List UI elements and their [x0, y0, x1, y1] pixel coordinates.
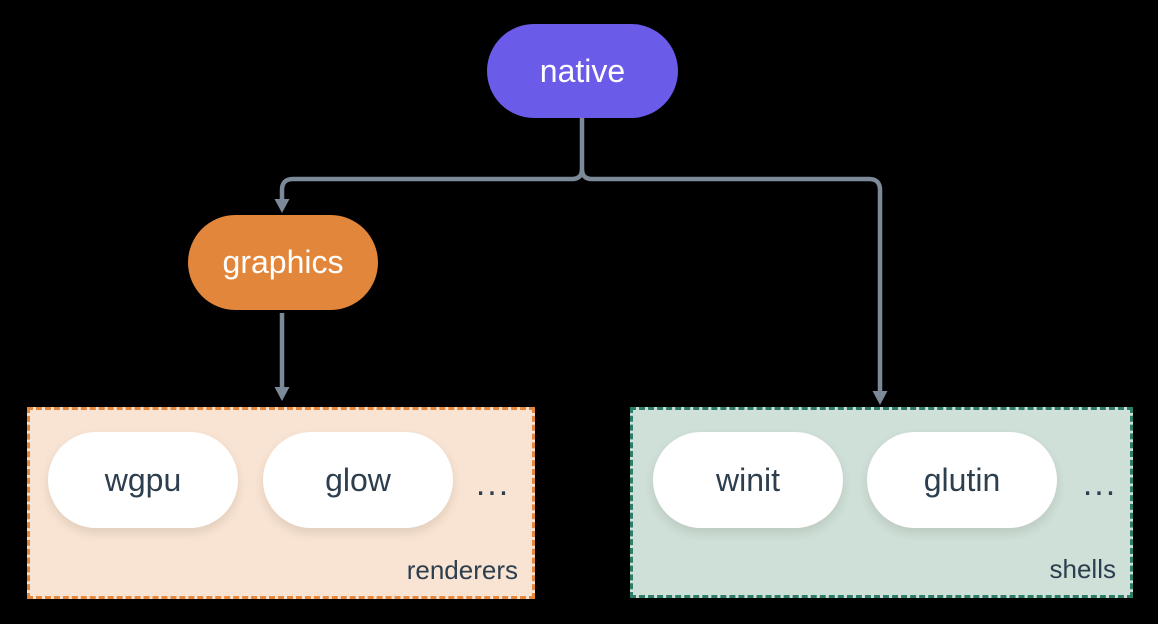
item-glutin-label: glutin — [923, 461, 1001, 498]
renderers-group-label: renderers — [406, 555, 518, 585]
edge-native-graphics — [279, 118, 585, 200]
renderers-ellipsis: ... — [475, 464, 511, 503]
shells-group-label: shells — [1049, 554, 1116, 584]
group-shells: winit glutin ... shells — [630, 407, 1133, 598]
group-renderers: wgpu glow ... renderers — [27, 407, 535, 599]
arrowhead-graphics — [274, 199, 290, 213]
item-winit: winit — [653, 432, 843, 528]
node-graphics-label: graphics — [222, 244, 344, 280]
shells-ellipsis: ... — [1082, 464, 1118, 503]
item-wgpu: wgpu — [48, 432, 238, 528]
item-glutin: glutin — [867, 432, 1057, 528]
item-glow: glow — [263, 432, 453, 528]
node-graphics: graphics — [188, 215, 378, 310]
item-glow-label: glow — [325, 461, 391, 498]
item-winit-label: winit — [715, 461, 780, 498]
arrowhead-renderers — [274, 387, 290, 401]
node-native-label: native — [539, 52, 626, 89]
edge-native-shells — [579, 168, 883, 392]
item-wgpu-label: wgpu — [104, 461, 182, 498]
arrowhead-shells — [872, 391, 888, 405]
node-native: native — [487, 24, 678, 118]
